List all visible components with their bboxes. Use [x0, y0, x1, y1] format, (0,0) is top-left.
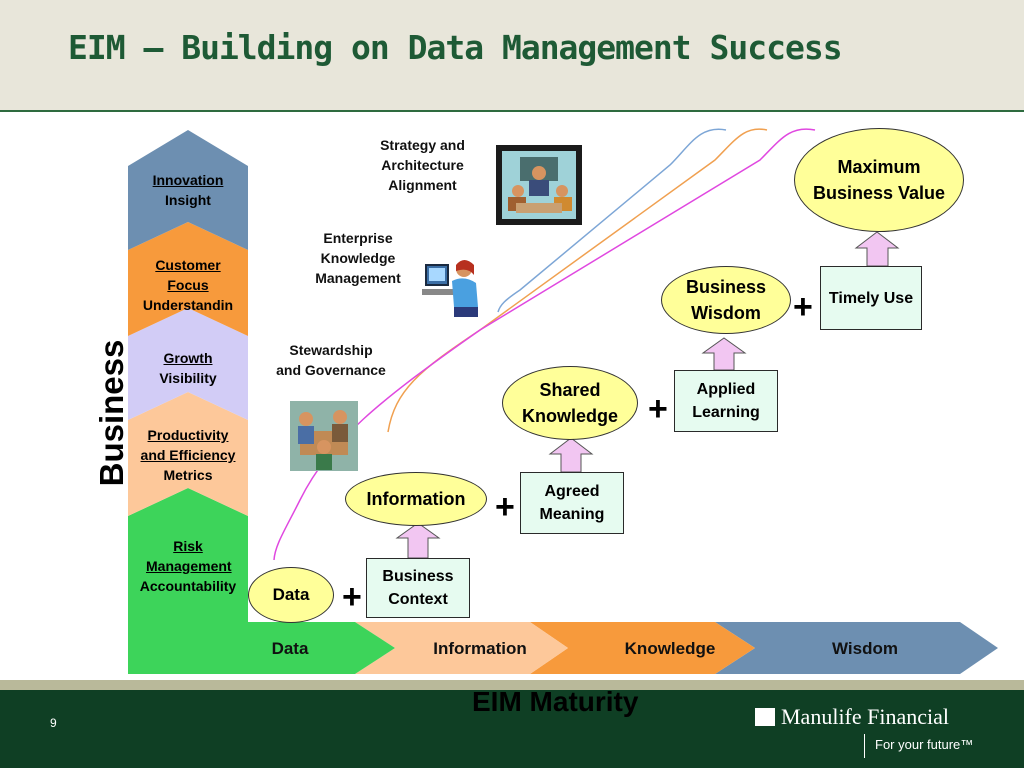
maturity-stage-2-band — [355, 622, 568, 674]
page-number: 9 — [50, 716, 57, 730]
enabler-agreed-meaning: Agreed Meaning — [520, 472, 624, 534]
vertical-axis-label: Business — [93, 339, 130, 487]
up-arrow-3 — [701, 337, 747, 371]
capability-governance-label: Stewardship and Governance — [276, 342, 386, 378]
maturity-stage-wisdom: Wisdom — [832, 639, 898, 658]
outcome-shared-knowledge: Shared Knowledge — [502, 366, 638, 440]
up-arrow-2 — [548, 437, 594, 473]
business-level-risk: Risk Management Accountability — [139, 538, 237, 594]
maturity-stage-3-band — [530, 622, 755, 674]
capability-strategy-label: Strategy and Architecture Alignment — [380, 137, 465, 193]
business-level-4-band — [128, 392, 248, 516]
business-level-growth: Growth Visibility — [159, 350, 217, 386]
logo-tagline: For your future™ — [875, 737, 974, 752]
business-level-customer-focus: Customer Focus Understandin — [142, 257, 234, 313]
capability-knowledge-label: Enterprise Knowledge Management — [315, 230, 401, 286]
maturity-stage-information: Information — [433, 639, 527, 658]
maturity-stage-knowledge: Knowledge — [624, 639, 716, 658]
outcome-information: Information — [345, 472, 487, 526]
team-icon — [290, 401, 358, 471]
outcome-business-wisdom: Business Wisdom — [661, 266, 791, 334]
footer-divider — [0, 680, 1024, 690]
logo-icon — [755, 708, 775, 726]
business-level-5-band — [128, 488, 248, 674]
outcome-data: Data — [248, 567, 334, 623]
footer-bar — [0, 690, 1024, 768]
outcome-maximum-business-value: Maximum Business Value — [794, 128, 964, 232]
plus-sign-3: + — [648, 390, 668, 428]
tagline-divider — [864, 734, 865, 758]
up-arrow-1 — [395, 522, 441, 559]
meeting-icon — [496, 145, 582, 225]
enabler-applied-learning: Applied Learning — [674, 370, 778, 432]
page-title: EIM – Building on Data Management Succes… — [68, 28, 843, 67]
business-level-1-band — [128, 130, 248, 250]
eim-diagram — [128, 128, 998, 674]
governance-brace-line — [273, 128, 816, 561]
computer-user-icon — [422, 260, 478, 317]
title-bar — [0, 0, 1024, 112]
up-arrow-4 — [854, 231, 900, 267]
business-level-innovation: Innovation Insight — [152, 172, 224, 208]
maturity-stage-1-band — [248, 622, 395, 674]
plus-sign-4: + — [793, 288, 813, 326]
maturity-stage-4-band — [715, 622, 998, 674]
plus-sign-1: + — [342, 578, 362, 616]
logo-name: Manulife Financial — [781, 704, 950, 729]
company-logo: Manulife Financial — [755, 704, 949, 730]
business-level-productivity: Productivity and Efficiency Metrics — [140, 427, 236, 483]
enabler-business-context: Business Context — [366, 558, 470, 618]
business-level-3-band — [128, 308, 248, 420]
plus-sign-2: + — [495, 488, 515, 526]
strategy-brace-line — [497, 128, 727, 313]
maturity-stage-data: Data — [271, 639, 309, 658]
horizontal-axis-label: EIM Maturity — [472, 686, 639, 717]
business-level-2-band — [128, 222, 248, 336]
enabler-timely-use: Timely Use — [820, 266, 922, 330]
